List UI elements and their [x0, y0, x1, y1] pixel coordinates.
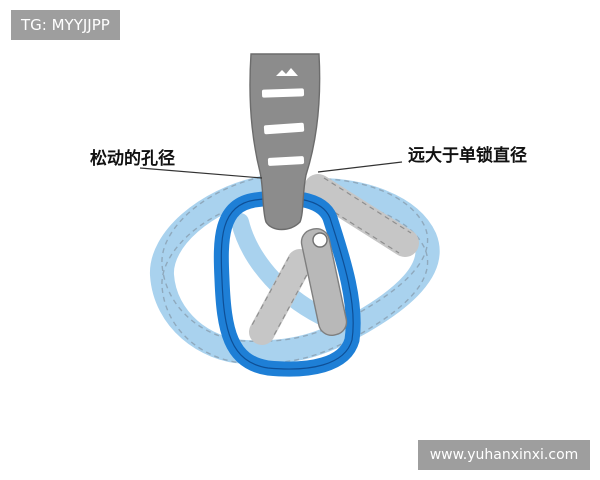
carabiner	[213, 190, 361, 377]
label-much-larger-than-single-lock: 远大于单锁直径	[408, 146, 527, 166]
mountain-logo-icon	[276, 68, 298, 76]
leader-lines	[139, 161, 403, 179]
label-loose-aperture: 松动的孔径	[90, 149, 175, 169]
sling-grey-strands	[249, 174, 419, 345]
watermark-bottom-right: www.yuhanxinxi.com	[418, 440, 590, 470]
webbing-strap	[249, 53, 321, 231]
watermark-top-left: TG: MYYJJPP	[11, 10, 120, 40]
carabiner-gate	[300, 227, 348, 337]
sling-loop	[150, 176, 440, 365]
